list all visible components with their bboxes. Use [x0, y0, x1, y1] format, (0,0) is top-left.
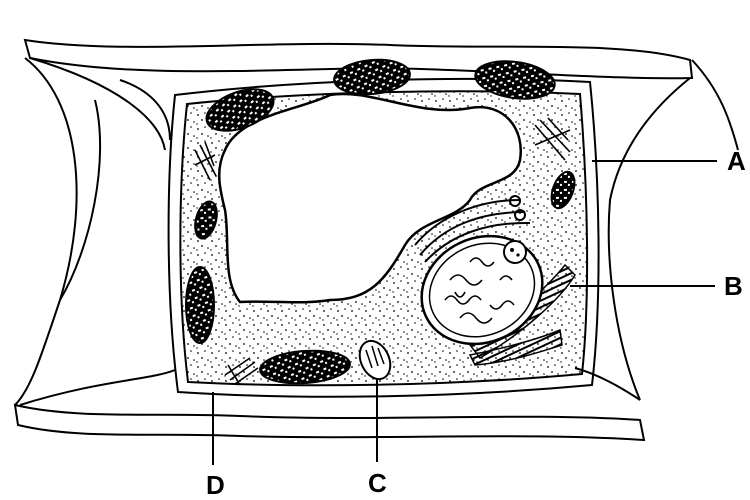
label-a: A — [727, 148, 746, 174]
label-d: D — [206, 472, 225, 498]
label-c: C — [368, 470, 387, 496]
chloroplast — [186, 267, 214, 343]
label-b: B — [724, 273, 743, 299]
nucleolus — [504, 241, 526, 263]
